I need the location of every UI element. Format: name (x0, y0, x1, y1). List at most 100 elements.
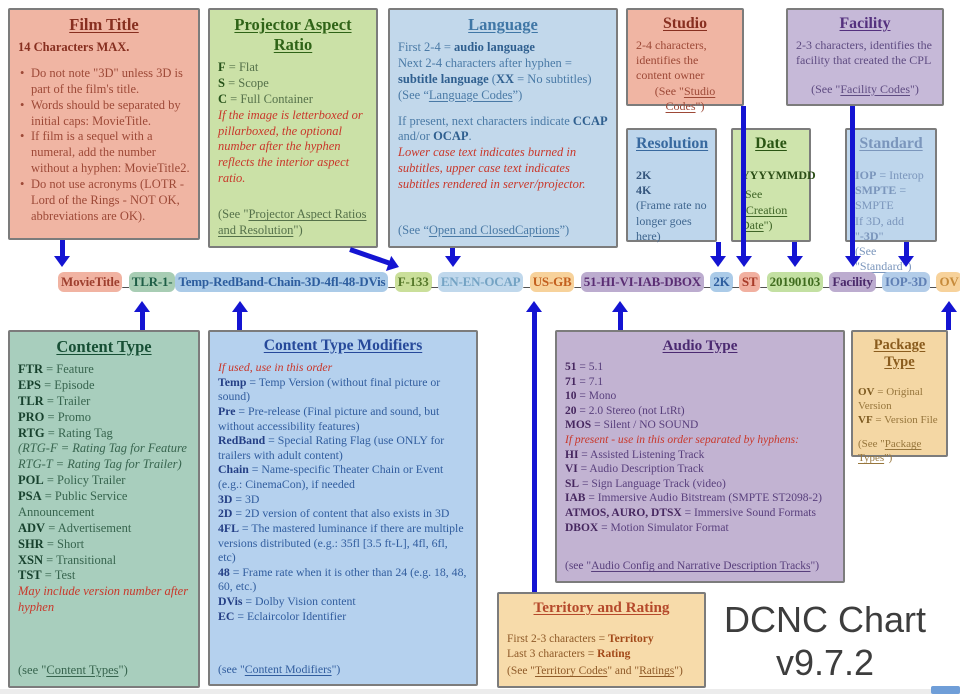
text-row: PSA = Public Service Announcement (18, 489, 128, 519)
text-row: PRO = Promo (18, 409, 92, 424)
content-type-heading: Content Type (56, 337, 152, 356)
chart-title-line2: v9.7.2 (775, 642, 875, 684)
text-row: XSN = Transitional (18, 552, 117, 567)
text-row: 2-3 characters, identifies the facility … (796, 38, 932, 68)
text-row: MOS = Silent / NO SOUND (565, 419, 699, 432)
see-link[interactable]: Open and ClosedCaptions (428, 223, 560, 238)
text-row: RTG = Rating Tag (18, 425, 113, 440)
separator: _ (431, 274, 439, 289)
arrow-resolution-to-2k (710, 242, 727, 267)
text-row: TST = Test (18, 568, 76, 583)
text-row: (See “Open and ClosedCaptions”) (398, 223, 570, 238)
filename-segment: TLR-1- (128, 272, 176, 292)
audio-type-heading: Audio Type (662, 337, 738, 354)
filename-segment: US-GB (529, 272, 575, 292)
text-row: RTG-T = Rating Tag for Trailer) (18, 457, 182, 472)
filename-segment: IOP-3D (881, 272, 931, 292)
see-link[interactable]: Facility Codes (840, 81, 910, 96)
text-row: First 2-4 = audio language (398, 40, 535, 54)
studio-body: 2-4 characters, identifies the content o… (636, 38, 734, 114)
package-type-heading: Package Type (873, 337, 926, 370)
see-link[interactable]: Content Modifiers (244, 662, 332, 677)
text-row: Do not use acronyms (LOTR - Lord of the … (18, 177, 190, 225)
filename-segment-text: TLR-1- (131, 274, 173, 289)
text-row: If present - use in this order separated… (565, 433, 799, 446)
see-link[interactable]: Creation Date (741, 202, 788, 232)
see-link[interactable]: Content Types (46, 663, 119, 678)
date-body: YYYYMMDD(See "Creation Date") (741, 158, 816, 233)
arrow-audio-type-to-audio (612, 301, 629, 330)
date-box: Date YYYYMMDD(See "Creation Date") (731, 128, 816, 242)
text-row: If used, use in this order (218, 360, 333, 374)
see-link[interactable]: Standard (859, 259, 903, 274)
see-link[interactable]: Ratings (639, 665, 675, 678)
text-row: Last 3 characters = Rating (507, 647, 631, 660)
text-row: If the image is letterboxed or pillarbox… (218, 107, 363, 186)
content-type-modifiers-heading: Content Type Modifiers (263, 337, 423, 354)
text-row: 20 = 2.0 Stereo (not LtRt) (565, 404, 685, 417)
text-row: 3D = 3D (218, 491, 260, 506)
filename-segment: Facility (829, 272, 876, 292)
resolution-heading: Resolution (636, 135, 709, 152)
separator: _ (930, 274, 937, 289)
arrow-projector-aspect-ratio-to-f133 (349, 246, 391, 266)
see-link[interactable]: Language Codes (428, 87, 513, 102)
filename-segment-text: F-133 (397, 274, 429, 289)
filename-segment-text: 51-HI-VI-IAB-DBOX (583, 274, 701, 289)
separator: _ (732, 274, 740, 289)
filename-segment-text: OV (939, 274, 959, 289)
see-link[interactable]: Projector Aspect Ratios and Resolution (218, 207, 367, 238)
text-row: 2K (636, 168, 652, 182)
film-title-box: Film Title 14 Characters MAX.Do not note… (8, 8, 200, 240)
text-row: SHR = Short (18, 536, 85, 551)
text-row: Lower case text indicates burned in subt… (398, 145, 586, 191)
text-row: TLR = Trailer (18, 393, 91, 408)
text-row: 2D = 2D version of content that also exi… (218, 506, 450, 521)
text-row: (See "Projector Aspect Ratios and Resolu… (218, 207, 367, 238)
text-row: POL = Policy Trailer (18, 473, 126, 488)
separator: _ (574, 274, 581, 289)
text-row: (see "Content Modifiers") (218, 662, 341, 677)
arrow-content-type-to-tlr (134, 301, 151, 330)
text-row: 14 Characters MAX. (18, 40, 130, 54)
see-link[interactable]: Package Types (858, 437, 922, 464)
filename-segment: ST (738, 272, 761, 292)
separator: _ (122, 274, 129, 289)
text-row: SL = Sign Language Track (video) (565, 477, 726, 490)
text-row: C = Full Container (218, 91, 313, 106)
text-row: OV = Original Version (858, 386, 923, 412)
text-row: DVis = Dolby Vision content (218, 594, 356, 608)
text-row: (See "Territory Codes" and "Ratings") (507, 665, 683, 678)
see-link[interactable]: Studio Codes (665, 83, 716, 113)
text-row: DBOX = Motion Simulator Format (565, 521, 729, 534)
facility-box: Facility 2-3 characters, identifies the … (786, 8, 944, 106)
separator: _ (523, 274, 530, 289)
see-link[interactable]: Audio Config and Narrative Description T… (591, 560, 811, 573)
text-row: 10 = Mono (565, 390, 617, 403)
text-row: Pre = Pre-release (Final picture and sou… (218, 403, 440, 433)
filename-segment-text: US-GB (532, 274, 572, 289)
see-link[interactable]: Territory Codes (535, 665, 608, 678)
text-row: HI = Assisted Listening Track (565, 448, 705, 461)
arrow-territory-and-rating-to-usgb (526, 301, 543, 592)
text-row: SMPTE = SMPTE (855, 183, 907, 213)
filename-segment-text: ST (741, 274, 758, 289)
text-row: 2-4 characters, identifies the content o… (636, 38, 707, 83)
text-row: S = Scope (218, 75, 269, 90)
text-row: If 3D, add "-3D" (855, 213, 904, 243)
filename-segment-text: 2K (713, 274, 730, 289)
arrow-content-type-modifiers-to-modifiers (231, 301, 248, 330)
filename-segment: MovieTitle (58, 272, 123, 292)
filename-segment: 51-HI-VI-IAB-DBOX (580, 272, 704, 292)
text-row: 48 = Frame rate when it is other than 24… (218, 564, 467, 594)
arrow-film-title-to-movietitle (54, 240, 71, 267)
filename-segment-text: MovieTitle (61, 274, 120, 289)
text-row: FTR = Feature (18, 362, 94, 376)
